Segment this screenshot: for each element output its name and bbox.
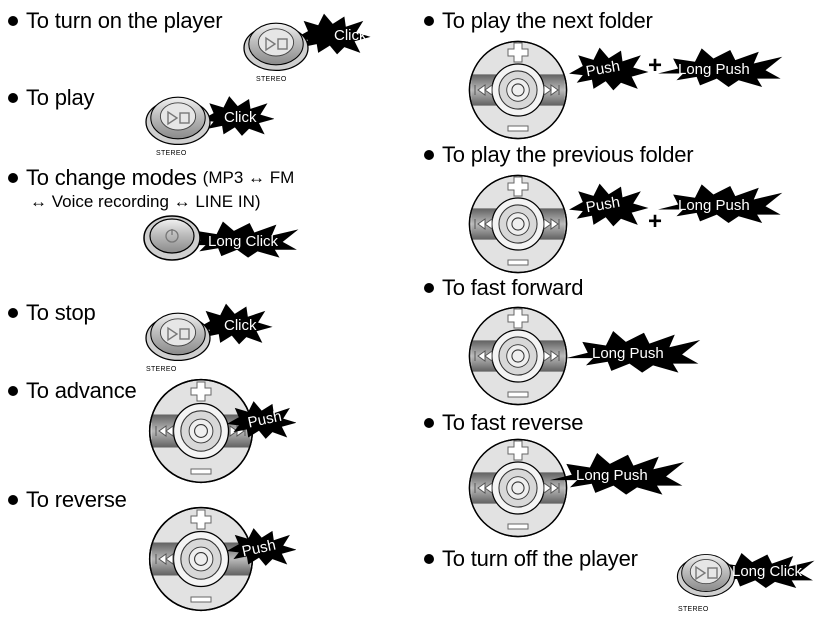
instruction-next-folder: To play the next folder bbox=[424, 8, 653, 34]
burst-label: Push bbox=[585, 194, 622, 217]
power-click-figure: Click STEREO bbox=[242, 8, 372, 88]
minus-icon bbox=[190, 596, 212, 603]
instruction-label: To play bbox=[26, 85, 95, 110]
burst-label: Long Click bbox=[208, 233, 279, 250]
bullet-icon bbox=[8, 16, 18, 26]
instruction-label: To play the next folder bbox=[442, 8, 653, 33]
bullet-icon bbox=[8, 495, 18, 505]
burst-label: Click bbox=[224, 109, 257, 126]
rewind-icon bbox=[474, 84, 493, 96]
rewind-icon bbox=[155, 553, 174, 565]
instruction-turn-off: To turn off the player bbox=[424, 546, 638, 572]
minus-icon bbox=[190, 468, 212, 475]
stop-click-figure: Click STEREO bbox=[144, 300, 274, 376]
rewind-icon bbox=[474, 218, 493, 230]
burst-label: Long Push bbox=[678, 61, 750, 78]
instruction-label: To reverse bbox=[26, 487, 127, 512]
instruction-fast-reverse: To fast reverse bbox=[424, 410, 583, 436]
instruction-sub: (MP3 ↔ FM bbox=[202, 168, 295, 187]
advance-push-figure: Push bbox=[146, 376, 296, 486]
bullet-icon bbox=[424, 283, 434, 293]
fast-forward-icon bbox=[543, 218, 560, 230]
burst-label: Push bbox=[246, 408, 283, 432]
fast-forward-icon bbox=[543, 350, 560, 362]
instruction-label: To change modes bbox=[26, 165, 197, 190]
burst-label: Long Push bbox=[678, 197, 750, 214]
burst-label: Long Push bbox=[576, 467, 648, 484]
instruction-label: To advance bbox=[26, 378, 137, 403]
fast-reverse-figure: Long Push bbox=[466, 436, 706, 540]
mode-long-click-figure: Long Click bbox=[142, 210, 302, 270]
instruction-turn-on: To turn on the player bbox=[8, 8, 223, 34]
burst-label: Push bbox=[585, 58, 622, 81]
instruction-reverse: To reverse bbox=[8, 487, 127, 513]
instruction-play: To play bbox=[8, 85, 95, 111]
burst-label: Push bbox=[240, 537, 277, 561]
plus-icon bbox=[190, 381, 212, 402]
plus-icon bbox=[507, 308, 529, 329]
burst-label: Long Push bbox=[592, 345, 664, 362]
play-stop-icon bbox=[265, 36, 288, 52]
bullet-icon bbox=[424, 418, 434, 428]
instruction-label: To turn off the player bbox=[442, 546, 638, 571]
stereo-label: STEREO bbox=[156, 150, 187, 157]
plus-icon bbox=[190, 509, 212, 530]
mode-icon bbox=[165, 229, 179, 243]
play-stop-icon bbox=[167, 110, 190, 126]
bullet-icon bbox=[424, 150, 434, 160]
rewind-icon bbox=[474, 482, 493, 494]
bullet-icon bbox=[8, 308, 18, 318]
burst-label: Click bbox=[224, 317, 257, 334]
minus-icon bbox=[507, 523, 529, 530]
reverse-push-figure: Push bbox=[146, 504, 296, 614]
fast-forward-figure: Long Push bbox=[466, 304, 706, 408]
play-stop-icon bbox=[695, 565, 718, 581]
minus-icon bbox=[507, 391, 529, 398]
play-click-figure: Click STEREO bbox=[144, 88, 274, 160]
instruction-label: To fast forward bbox=[442, 275, 584, 300]
instruction-stop: To stop bbox=[8, 300, 96, 326]
instruction-label: To turn on the player bbox=[26, 8, 223, 33]
stereo-label: STEREO bbox=[678, 606, 709, 613]
instruction-change-modes: To change modes (MP3 ↔ FM bbox=[8, 165, 294, 191]
bullet-icon bbox=[424, 554, 434, 564]
instruction-previous-folder: To play the previous folder bbox=[424, 142, 694, 168]
minus-icon bbox=[507, 125, 529, 132]
plus-sign: + bbox=[648, 52, 663, 79]
plus-sign: + bbox=[648, 208, 663, 235]
play-stop-icon bbox=[167, 326, 190, 342]
rewind-icon bbox=[155, 425, 174, 437]
previous-folder-figure: Push Long Push bbox=[466, 172, 786, 276]
stereo-label: STEREO bbox=[146, 366, 177, 373]
stereo-label: STEREO bbox=[256, 76, 287, 83]
bullet-icon bbox=[8, 386, 18, 396]
instruction-label: To play the previous folder bbox=[442, 142, 694, 167]
plus-icon bbox=[507, 176, 529, 197]
burst-label: Long Click bbox=[732, 563, 803, 580]
next-folder-figure: Push Long Push bbox=[466, 38, 786, 142]
fast-forward-icon bbox=[543, 482, 560, 494]
bullet-icon bbox=[8, 173, 18, 183]
power-off-long-click-figure: Long Click STEREO bbox=[676, 542, 816, 620]
instruction-advance: To advance bbox=[8, 378, 137, 404]
instruction-fast-forward: To fast forward bbox=[424, 275, 583, 301]
instruction-sub-line: ↔ Voice recording ↔ LINE IN) bbox=[30, 192, 261, 211]
instruction-label: To fast reverse bbox=[442, 410, 584, 435]
bullet-icon bbox=[424, 16, 434, 26]
bullet-icon bbox=[8, 93, 18, 103]
plus-icon bbox=[507, 440, 529, 461]
instruction-label: To stop bbox=[26, 300, 96, 325]
rewind-icon bbox=[474, 350, 493, 362]
plus-icon bbox=[507, 42, 529, 63]
fast-forward-icon bbox=[543, 84, 560, 96]
burst-label: Click bbox=[334, 27, 367, 44]
minus-icon bbox=[507, 259, 529, 266]
